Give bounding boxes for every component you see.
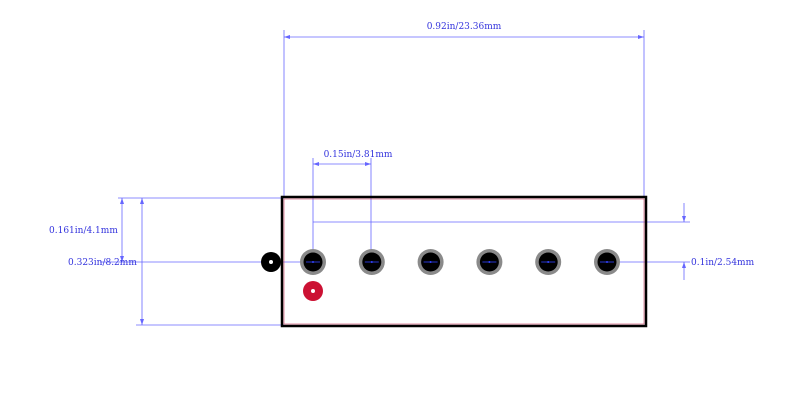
pad-1 [300,249,326,275]
overall-width-dimension: 0.92in/23.36mm [283,22,645,198]
body-height-label: 0.323in/8.2mm [68,258,137,268]
pad-3 [417,249,444,275]
right-dimension: 0.1in/2.54mm [313,203,755,280]
pin-offset-label: 0.161in/4.1mm [49,226,118,236]
pin-to-edge-label: 0.1in/2.54mm [691,258,755,268]
pad-5 [535,249,562,275]
pad-6 [594,249,620,275]
pin1-marker [303,281,323,301]
pitch-label: 0.15in/3.81mm [324,150,393,160]
pitch-dimension: 0.15in/3.81mm [312,150,393,262]
pad-2 [358,249,385,275]
body-outline [280,195,648,328]
left-dimensions: 0.161in/4.1mm 0.323in/8.2mm [49,197,300,326]
reference-marker [261,252,281,272]
overall-width-label: 0.92in/23.36mm [427,22,502,32]
pad-row [300,249,620,275]
pad-4 [476,249,503,275]
body-inner-outline [283,198,645,325]
